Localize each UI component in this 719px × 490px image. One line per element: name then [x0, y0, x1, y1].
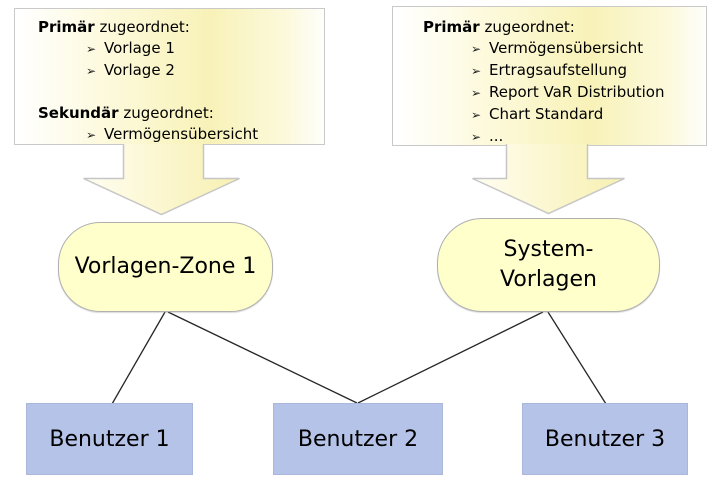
list-item-label: Vorlage 2 [104, 61, 175, 79]
zone-label: Vorlagen-Zone 1 [74, 254, 257, 279]
primary-section: Primär zugeordnet: ➢ Vorlage 1 ➢ Vorlage 2 [15, 17, 324, 82]
primary-header-bold: Primär [423, 18, 480, 36]
list-item: ➢ Vorlage 1 [15, 38, 324, 60]
zone-system-vorlagen: System- Vorlagen [437, 218, 660, 312]
arrowhead-bullet-icon: ➢ [471, 130, 482, 144]
zone-vorlagen-zone-1: Vorlagen-Zone 1 [58, 222, 273, 312]
list-item-label: Vermögensübersicht [489, 39, 644, 57]
connector-line-system-user3 [547, 311, 607, 405]
list-item-label: Chart Standard [489, 105, 604, 123]
secondary-header-rest: zugeordnet: [118, 104, 214, 122]
arrowhead-bullet-icon: ➢ [471, 86, 482, 100]
primary-header: Primär zugeordnet: [393, 17, 706, 38]
arrowhead-bullet-icon: ➢ [471, 108, 482, 122]
primary-section: Primär zugeordnet: ➢ Vermögensübersicht ➢… [393, 17, 706, 148]
user-label: Benutzer 1 [49, 426, 170, 452]
list-item-label: Vorlage 1 [104, 39, 175, 57]
connector-line-system-user2 [357, 311, 544, 404]
arrowhead-bullet-icon: ➢ [471, 64, 482, 78]
user-label: Benutzer 2 [297, 426, 419, 452]
big-down-arrow-icon [83, 144, 240, 216]
arrowhead-bullet-icon: ➢ [471, 42, 482, 56]
user-box-benutzer-1: Benutzer 1 [26, 403, 193, 475]
primary-header: Primär zugeordnet: [15, 17, 324, 38]
right-assignment-note: Primär zugeordnet: ➢ Vermögensübersicht ➢… [392, 6, 707, 146]
secondary-header: Sekundär zugeordnet: [15, 103, 324, 124]
zone-label-line1: System- [503, 237, 594, 262]
list-item: ➢ Vermögensübersicht [393, 38, 706, 60]
left-assignment-note: Primär zugeordnet: ➢ Vorlage 1 ➢ Vorlage 2… [14, 8, 325, 145]
list-item-label: Ertragsaufstellung [489, 61, 627, 79]
primary-header-rest: zugeordnet: [479, 18, 575, 36]
user-box-benutzer-2: Benutzer 2 [273, 403, 443, 475]
list-item: ➢ Vorlage 2 [15, 60, 324, 82]
arrowhead-bullet-icon: ➢ [86, 128, 97, 142]
secondary-section: Sekundär zugeordnet: ➢ Vermögensübersicht [15, 103, 324, 146]
arrowhead-bullet-icon: ➢ [86, 42, 97, 56]
secondary-header-bold: Sekundär [38, 104, 119, 122]
list-item: ➢... [393, 126, 706, 148]
primary-header-bold: Primär [38, 18, 95, 36]
list-item-label: Vermögensübersicht [104, 125, 259, 143]
list-item: ➢ Chart Standard [393, 104, 706, 126]
user-box-benutzer-3: Benutzer 3 [522, 403, 688, 475]
list-item-label: Report VaR Distribution [489, 83, 665, 101]
list-item: ➢ Report VaR Distribution [393, 82, 706, 104]
list-item: ➢ Vermögensübersicht [15, 124, 324, 146]
connector-line-zone1-user2 [167, 311, 358, 404]
zone-label-line2: Vorlagen [500, 267, 597, 292]
list-item: ➢ Ertragsaufstellung [393, 60, 706, 82]
list-item-label: ... [489, 127, 504, 145]
primary-header-rest: zugeordnet: [94, 18, 190, 36]
connector-line-zone1-user1 [111, 311, 166, 405]
big-down-arrow-icon [472, 144, 625, 215]
arrowhead-bullet-icon: ➢ [86, 64, 97, 78]
user-label: Benutzer 3 [544, 426, 666, 452]
